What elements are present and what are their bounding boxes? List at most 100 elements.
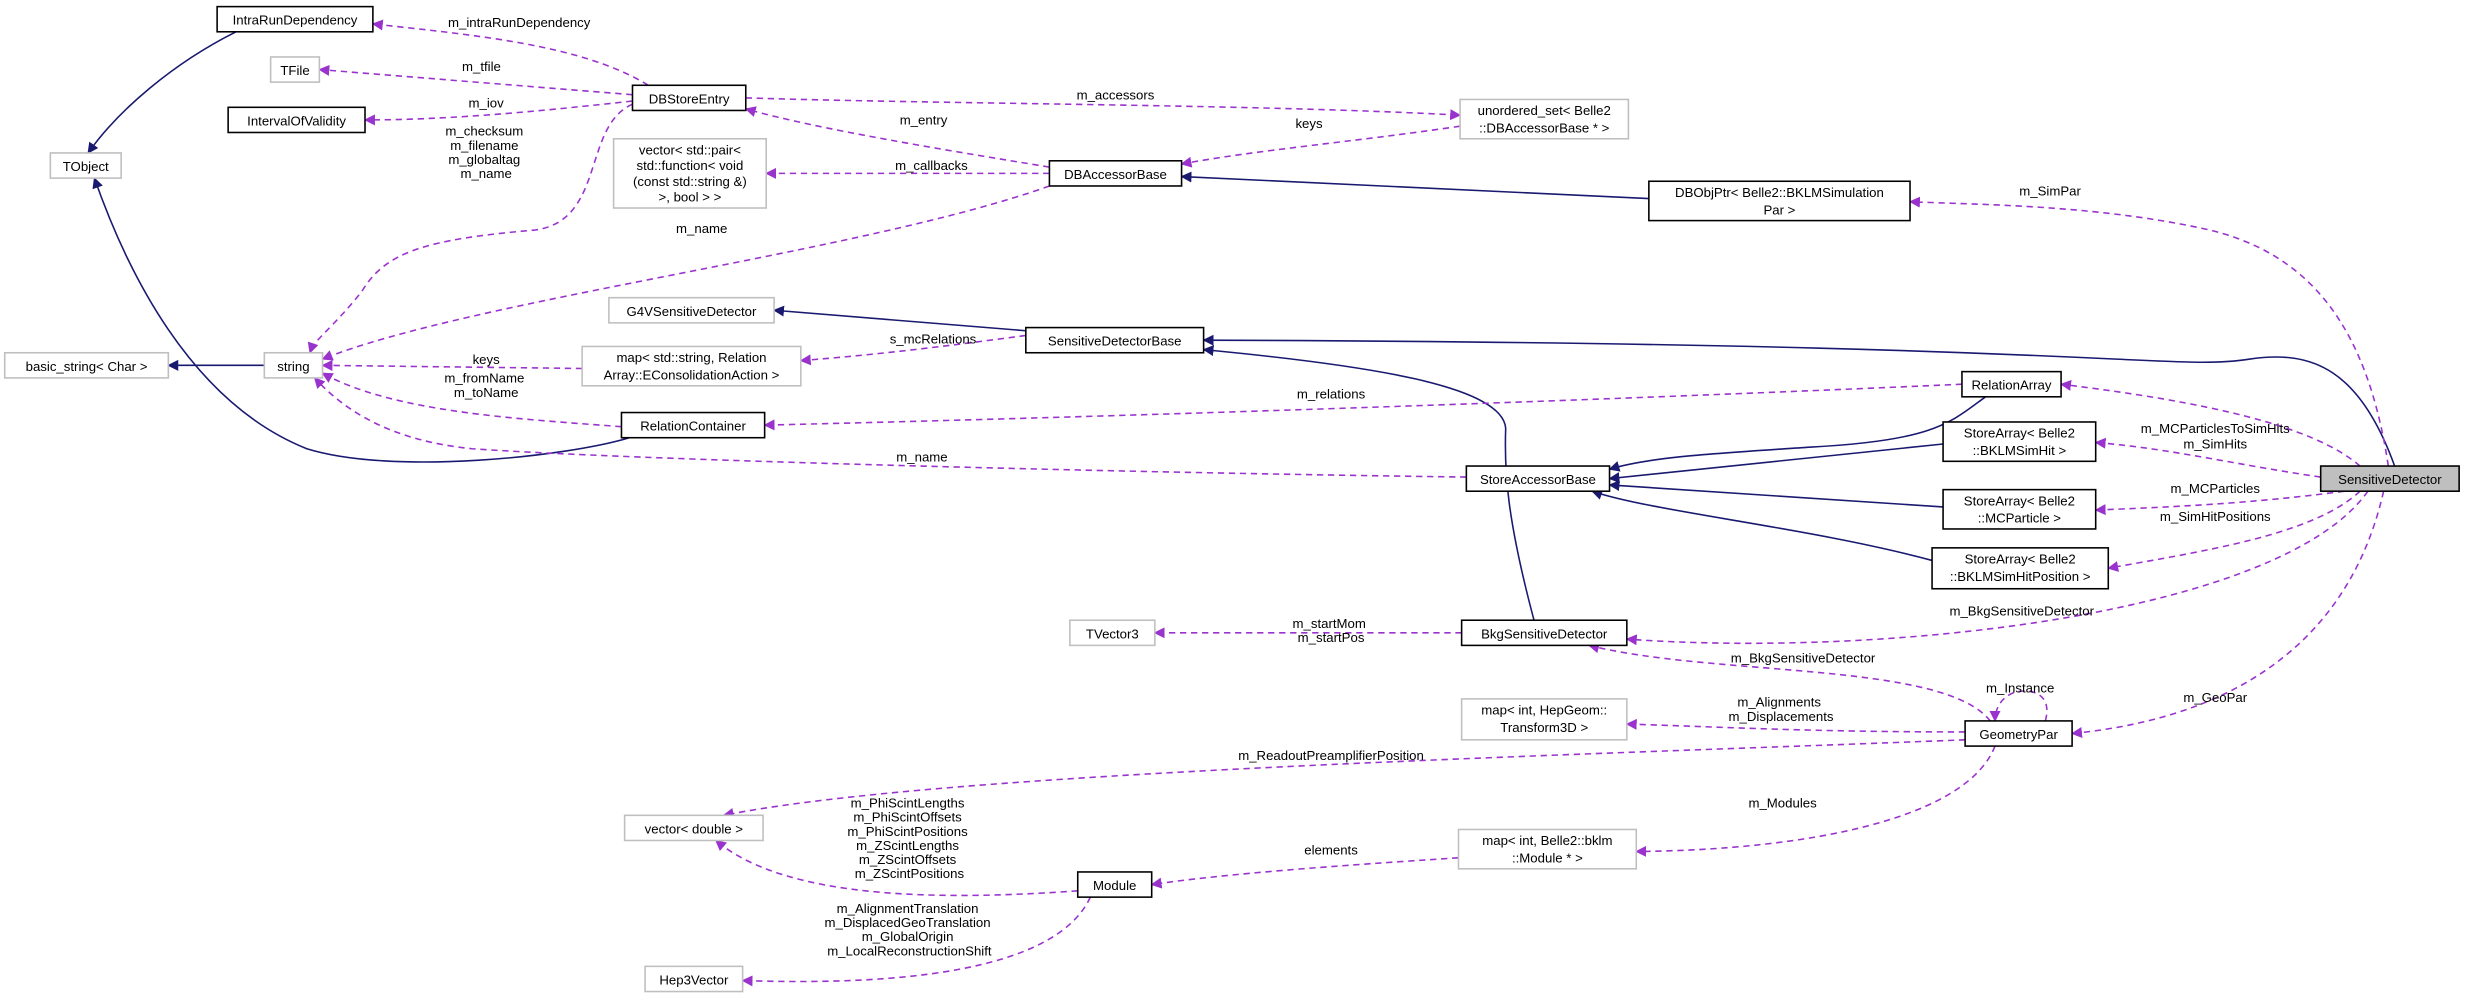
- node-tvector3: TVector3: [1069, 619, 1156, 647]
- svg-text:SensitiveDetectorBase: SensitiveDetectorBase: [1048, 334, 1182, 349]
- svg-text:StoreArray< Belle2::BKLMSimHit: StoreArray< Belle2::BKLMSimHit >: [1964, 426, 2075, 458]
- svg-text:Hep3Vector: Hep3Vector: [659, 972, 729, 987]
- svg-text:RelationArray: RelationArray: [1972, 378, 2052, 393]
- edge-readout: [722, 739, 1966, 819]
- node-sensitivedetector: SensitiveDetector: [2319, 465, 2460, 492]
- svg-text:DBStoreEntry: DBStoreEntry: [649, 91, 730, 106]
- edge-geopar: [2070, 491, 2385, 739]
- edge-label: m_accessors: [1077, 87, 1155, 102]
- edge-label: m_SimHits: [2183, 437, 2247, 452]
- svg-text:RelationContainer: RelationContainer: [640, 419, 746, 434]
- edge-keys-map: [321, 359, 583, 371]
- edge-label: m_fromName m_toName: [444, 371, 528, 400]
- svg-text:StoreAccessorBase: StoreAccessorBase: [1480, 472, 1596, 487]
- edge-instance: [1989, 690, 2048, 723]
- edge-keys-set: [1180, 125, 1461, 168]
- edge-label: m_checksum m_filename m_globaltag m_name: [445, 124, 526, 181]
- node-storearray-mcparticle[interactable]: StoreArray< Belle2::MCParticle >: [1942, 488, 2097, 530]
- svg-text:BkgSensitiveDetector: BkgSensitiveDetector: [1481, 626, 1608, 641]
- edge-bkgsd-sdbase: [1202, 345, 1535, 621]
- edge-label: m_entry: [900, 113, 948, 128]
- svg-text:GeometryPar: GeometryPar: [1979, 727, 2058, 742]
- edge-label: m_tfile: [462, 59, 501, 74]
- edge-sdbase-g4v: [772, 305, 1026, 332]
- node-dbstoreentry[interactable]: DBStoreEntry: [631, 84, 747, 112]
- node-dbaccessorbase[interactable]: DBAccessorBase: [1048, 160, 1183, 187]
- association-edges: [307, 19, 2390, 987]
- svg-text:IntraRunDependency: IntraRunDependency: [233, 13, 358, 28]
- edge-label: m_SimPar: [2019, 183, 2081, 198]
- node-g4vsensitivedetector: G4VSensitiveDetector: [608, 296, 775, 324]
- edge-label: m_SimHitPositions: [2160, 509, 2271, 524]
- edge-bkgsd-1: [1625, 490, 2369, 646]
- node-tfile: TFile: [269, 56, 321, 83]
- node-hep3vector: Hep3Vector: [644, 965, 744, 993]
- edge-labels: m_intraRunDependency m_tfile m_iov m_che…: [444, 15, 2290, 958]
- edge-mcparticle-storeaccessorbase: [1608, 480, 1944, 508]
- nodes: IntraRunDependency TFile IntervalOfValid…: [3, 5, 2460, 993]
- svg-text:StoreArray< Belle2::BKLMSimHit: StoreArray< Belle2::BKLMSimHitPosition >: [1950, 552, 2091, 584]
- edge-entry: [744, 106, 1050, 168]
- node-geometrypar[interactable]: GeometryPar: [1964, 720, 2073, 747]
- edge-relationcontainer-tobject: [92, 177, 630, 463]
- node-relationcontainer[interactable]: RelationContainer: [620, 411, 766, 439]
- edge-storeaccessor-string: [313, 377, 1467, 478]
- edge-label: keys: [1295, 116, 1323, 131]
- edge-bkgsd-2: [1588, 642, 1991, 722]
- node-intervalofvalidity[interactable]: IntervalOfValidity: [227, 106, 366, 134]
- edge-label: m_startMom m_startPos: [1293, 616, 1370, 645]
- edge-label: m_relations: [1297, 386, 1366, 401]
- edge-sd-sdbase: [1202, 334, 2396, 467]
- edge-label: m_MCParticles: [2171, 481, 2261, 496]
- edge-label: m_Instance: [1986, 681, 2054, 696]
- edge-relationarray-storeaccessorbase: [1608, 396, 1987, 472]
- edge-label: m_iov: [469, 95, 505, 110]
- node-module[interactable]: Module: [1076, 871, 1153, 898]
- edge-simhitposition-storeaccessorbase: [1591, 489, 1933, 562]
- edge-dbobjptr-dbaccessorbase: [1180, 171, 1649, 200]
- node-storearray-simhit[interactable]: StoreArray< Belle2::BKLMSimHit >: [1942, 421, 2097, 463]
- edge-relations: [763, 383, 1962, 431]
- edge-label: s_mcRelations: [890, 331, 977, 346]
- edge-simhits: [2094, 437, 2321, 478]
- node-unordered-set: unordered_set< Belle2::DBAccessorBase * …: [1459, 98, 1630, 140]
- svg-text:map< int, Belle2::bklm::Module: map< int, Belle2::bklm::Module * >: [1482, 833, 1612, 865]
- edge-alignments: [1625, 718, 1966, 733]
- edge-label: m_BkgSensitiveDetector: [1949, 604, 2094, 619]
- node-map-module: map< int, Belle2::bklm::Module * >: [1457, 828, 1638, 870]
- svg-text:G4VSensitiveDetector: G4VSensitiveDetector: [627, 304, 757, 319]
- edge-label: m_Alignments m_Displacements: [1729, 695, 1834, 724]
- edge-accessors: [745, 97, 1462, 121]
- edge-mcparticlestosimhits: [2059, 379, 2361, 467]
- edge-label: m_PhiScintLengths m_PhiScintOffsets m_Ph…: [847, 795, 971, 881]
- node-sensitivedetectorbase[interactable]: SensitiveDetectorBase: [1025, 326, 1205, 354]
- edge-label: elements: [1304, 843, 1358, 858]
- node-bkgsensitivedetector[interactable]: BkgSensitiveDetector: [1460, 619, 1628, 647]
- svg-text:map< std::string, RelationArra: map< std::string, RelationArray::EConsol…: [604, 350, 780, 382]
- edge-tfile: [318, 64, 633, 96]
- edge-label: m_callbacks: [895, 158, 968, 173]
- edge-vec3: [741, 896, 1092, 987]
- edge-label: m_AlignmentTranslation m_DisplacedGeoTra…: [825, 901, 995, 958]
- node-storearray-simhitposition[interactable]: StoreArray< Belle2::BKLMSimHitPosition >: [1931, 547, 2110, 590]
- node-string: string: [263, 351, 324, 379]
- node-storeaccessorbase[interactable]: StoreAccessorBase: [1465, 465, 1611, 492]
- node-tobject: TObject: [49, 152, 122, 179]
- edge-elements: [1150, 857, 1459, 889]
- node-basic-string: basic_string< Char >: [3, 351, 170, 379]
- node-relationarray[interactable]: RelationArray: [1961, 370, 2062, 398]
- edge-intrarundependency: [371, 19, 649, 86]
- edge-label: m_Modules: [1748, 795, 1817, 810]
- svg-text:map< int, HepGeom::Transform3D: map< int, HepGeom::Transform3D >: [1481, 703, 1607, 735]
- node-intrarundependency[interactable]: IntraRunDependency: [216, 5, 374, 33]
- edge-label: keys: [473, 352, 501, 367]
- svg-text:Module: Module: [1093, 878, 1136, 893]
- edge-label: m_intraRunDependency: [448, 15, 591, 30]
- edge-scint: [715, 839, 1078, 897]
- edge-mcrelations: [799, 334, 1026, 366]
- edge-iov: [363, 100, 633, 126]
- svg-text:vector< double >: vector< double >: [645, 821, 744, 836]
